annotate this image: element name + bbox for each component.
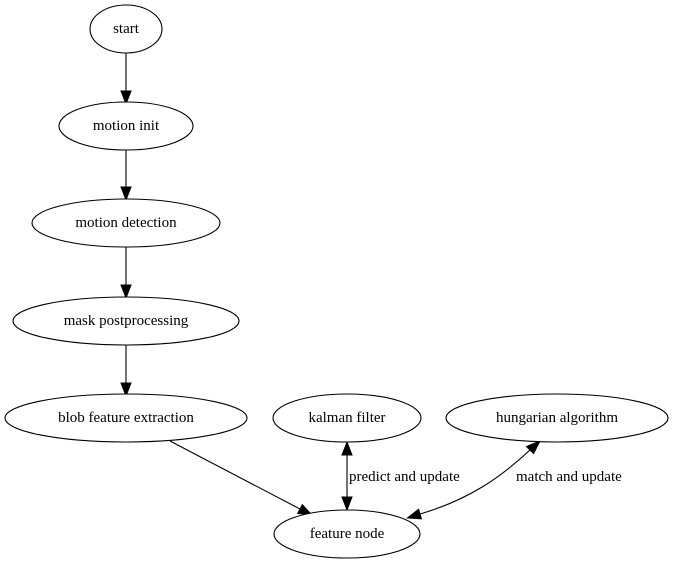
edge-labels: predict and update match and update [349,469,622,485]
arrowhead-feature-node-from-kalman [341,496,353,512]
edges [120,53,542,520]
node-label-mask-postprocessing: mask postprocessing [64,313,189,329]
node-label-hungarian-algorithm: hungarian algorithm [496,410,618,426]
node-motion-detection: motion detection [31,198,221,248]
node-label-start: start [113,21,140,37]
arrowhead-motion-init [120,90,132,106]
node-label-feature-node: feature node [310,526,385,542]
node-start: start [89,4,163,54]
node-label-motion-detection: motion detection [75,215,177,231]
node-kalman-filter: kalman filter [272,393,422,443]
arrowhead-kalman-filter [341,440,353,456]
node-label-kalman-filter: kalman filter [308,410,385,426]
arrowhead-hungarian-algorithm [525,440,542,455]
arrowhead-mask-postprocessing [120,284,132,300]
node-hungarian-algorithm: hungarian algorithm [445,393,669,443]
node-feature-node: feature node [273,509,421,559]
node-label-motion-init: motion init [93,118,160,134]
edge-label-predict-and-update: predict and update [349,469,460,485]
arrowhead-feature-node-from-hungarian [406,508,423,520]
arrowhead-motion-detection [120,186,132,202]
edge-hungarian-algorithm-feature-node [419,449,531,515]
node-mask-postprocessing: mask postprocessing [12,296,240,346]
arrowhead-blob-feature-extraction [120,382,132,398]
node-motion-init: motion init [58,101,194,151]
node-label-blob-feature-extraction: blob feature extraction [58,410,194,426]
edge-label-match-and-update: match and update [516,469,622,485]
edge-blob-feature-extraction-to-feature-node [169,440,301,510]
node-blob-feature-extraction: blob feature extraction [4,393,248,443]
